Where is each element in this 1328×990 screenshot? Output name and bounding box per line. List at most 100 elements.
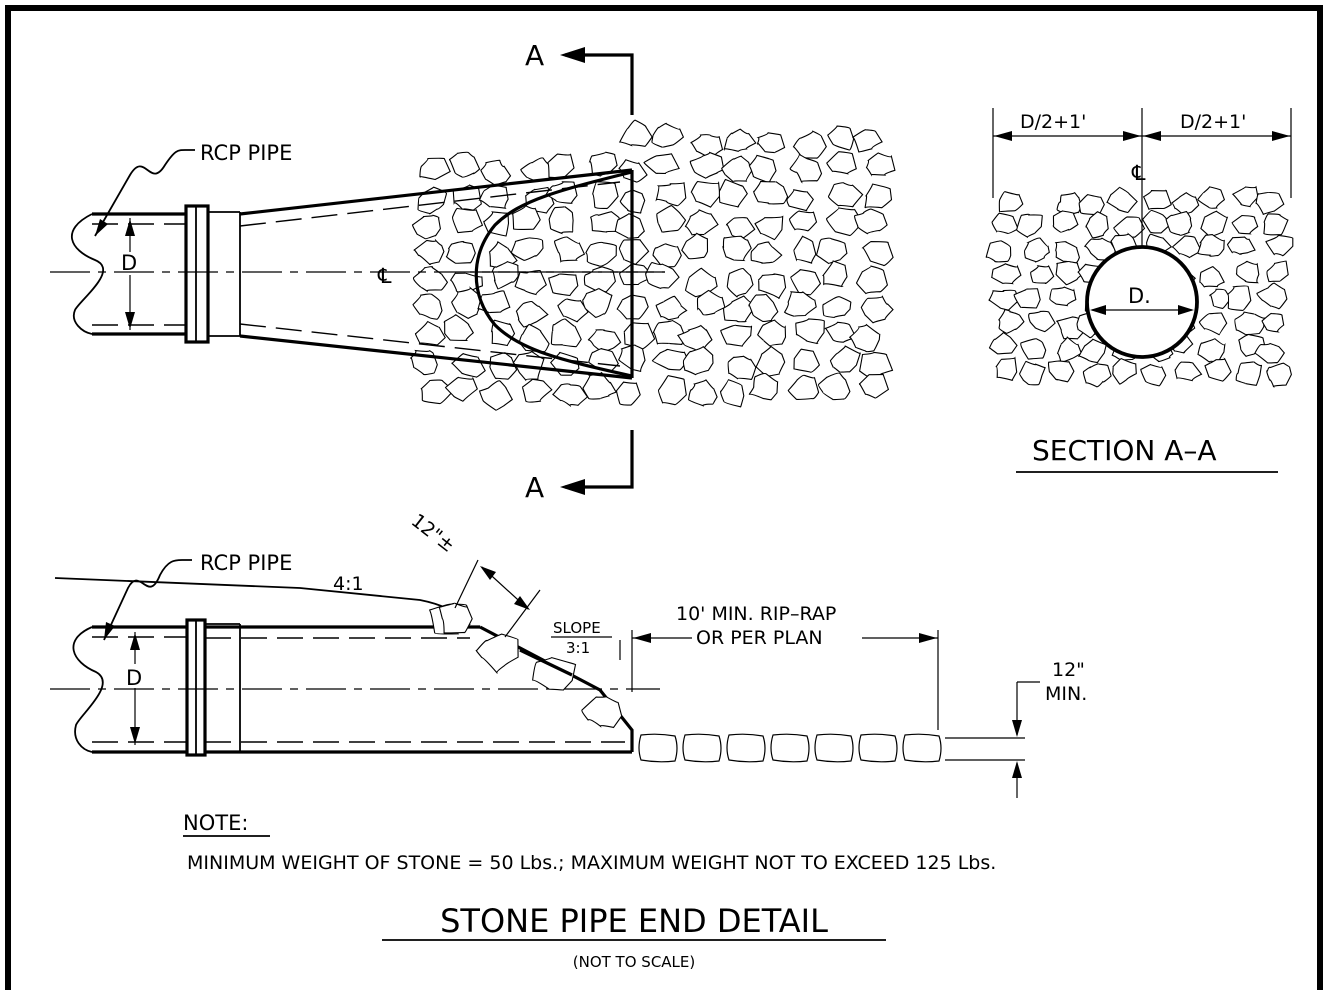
- riprap-stone: [852, 129, 883, 153]
- section-title: SECTION A–A: [1032, 434, 1217, 467]
- riprap-stone: [793, 235, 817, 264]
- riprap-stone: [652, 243, 682, 269]
- riprap-stone: [721, 155, 753, 183]
- riprap-stone: [858, 351, 894, 377]
- riprap-stone: [618, 119, 653, 147]
- riprap-stone: [419, 157, 451, 181]
- riprap-stone: [748, 293, 779, 323]
- riprap-stone: [532, 656, 577, 691]
- riprap-stone: [643, 152, 680, 175]
- riprap-stone: [997, 309, 1025, 334]
- riprap-stone: [1165, 211, 1193, 236]
- riprap-apron-stone: [638, 733, 678, 763]
- riprap-apron-stone: [902, 733, 942, 763]
- riprap-stone: [723, 128, 757, 152]
- riprap-stone: [582, 287, 613, 318]
- riprap-stone: [1199, 266, 1225, 288]
- riprap-stone: [860, 295, 894, 324]
- riprap-stone: [1170, 192, 1200, 215]
- riprap-stone: [655, 295, 688, 321]
- riprap-stone: [727, 355, 757, 380]
- riprap-stone: [1208, 288, 1232, 310]
- riprap-stone: [514, 269, 547, 296]
- riprap-stone: [448, 151, 481, 178]
- riprap-stone: [829, 345, 861, 373]
- plan-stone-field: [410, 119, 896, 411]
- riprap-stone: [518, 323, 550, 353]
- riprap-stone: [1113, 216, 1146, 238]
- riprap-stone: [1198, 312, 1228, 336]
- riprap-stone: [722, 235, 752, 262]
- riprap-apron-stones: [638, 733, 942, 763]
- profile-view: 4:1 D RCP PIPE: [50, 510, 1087, 798]
- profile-slope-4-1: 4:1: [333, 573, 364, 595]
- riprap-stone: [790, 268, 822, 296]
- sheet-border: [5, 5, 1323, 990]
- riprap-stone: [414, 320, 446, 346]
- riprap-stone: [821, 260, 848, 288]
- riprap-stone: [792, 130, 827, 160]
- riprap-stone: [1197, 234, 1225, 257]
- slope-stones: [428, 602, 623, 729]
- riprap-stone: [817, 372, 851, 401]
- riprap-stone: [991, 212, 1019, 235]
- profile-riprap-length-line1: 10' MIN. RIP–RAP: [676, 603, 836, 625]
- riprap-stone: [550, 318, 582, 348]
- rcp-pipe-label-bottom: RCP PIPE: [200, 551, 292, 575]
- riprap-stone: [827, 125, 855, 151]
- riprap-stone: [592, 181, 619, 210]
- riprap-stone: [652, 319, 687, 345]
- riprap-stone: [1019, 360, 1046, 386]
- riprap-stone: [451, 207, 484, 234]
- profile-riprap-length-line2: OR PER PLAN: [696, 627, 823, 649]
- riprap-stone: [687, 379, 718, 407]
- riprap-stone: [725, 217, 756, 239]
- note-text: MINIMUM WEIGHT OF STONE = 50 Lbs.; MAXIM…: [187, 852, 996, 874]
- plan-view: D ℄ RCP PIPE A A: [50, 39, 896, 504]
- riprap-stone: [750, 241, 783, 264]
- riprap-stone: [1077, 338, 1107, 364]
- riprap-stone: [651, 348, 689, 371]
- riprap-stone: [1047, 360, 1075, 383]
- riprap-stone: [412, 293, 443, 320]
- riprap-stone: [681, 232, 709, 260]
- riprap-stone: [1055, 261, 1082, 286]
- profile-stone-thickness: 12"±: [407, 510, 459, 557]
- riprap-stone: [726, 267, 754, 298]
- riprap-stone: [420, 379, 455, 405]
- riprap-stone: [988, 289, 1020, 311]
- riprap-stone: [991, 263, 1022, 285]
- riprap-stone: [554, 236, 586, 263]
- riprap-stone: [583, 266, 616, 293]
- riprap-stone: [720, 379, 745, 408]
- riprap-stone: [656, 204, 687, 233]
- section-dim-left: D/2+1': [1020, 111, 1086, 133]
- section-dim-diameter: D.: [1128, 284, 1151, 308]
- riprap-stone: [1204, 357, 1232, 382]
- riprap-stone: [510, 237, 544, 261]
- riprap-stone: [451, 353, 486, 378]
- riprap-stone: [858, 373, 890, 399]
- riprap-stone: [451, 286, 482, 320]
- riprap-stone: [480, 159, 512, 186]
- riprap-stone: [720, 324, 753, 347]
- riprap-stone: [754, 215, 784, 241]
- riprap-stone: [1142, 189, 1172, 211]
- profile-min-thickness-line1: 12": [1052, 659, 1085, 681]
- riprap-stone: [479, 380, 514, 411]
- riprap-stone: [1171, 235, 1203, 259]
- note-heading: NOTE:: [183, 811, 248, 835]
- riprap-apron-stone: [814, 733, 854, 763]
- riprap-stone: [854, 208, 888, 235]
- riprap-stone: [793, 348, 821, 373]
- riprap-stone: [1197, 186, 1226, 209]
- riprap-stone: [848, 323, 881, 353]
- plan-dim-d-label: D: [121, 251, 137, 275]
- riprap-apron-stone: [726, 733, 766, 763]
- drawing-subtitle: (NOT TO SCALE): [573, 953, 696, 971]
- riprap-stone: [1231, 214, 1259, 235]
- riprap-stone: [651, 122, 685, 148]
- riprap-stone: [1056, 336, 1082, 363]
- riprap-stone: [413, 238, 445, 266]
